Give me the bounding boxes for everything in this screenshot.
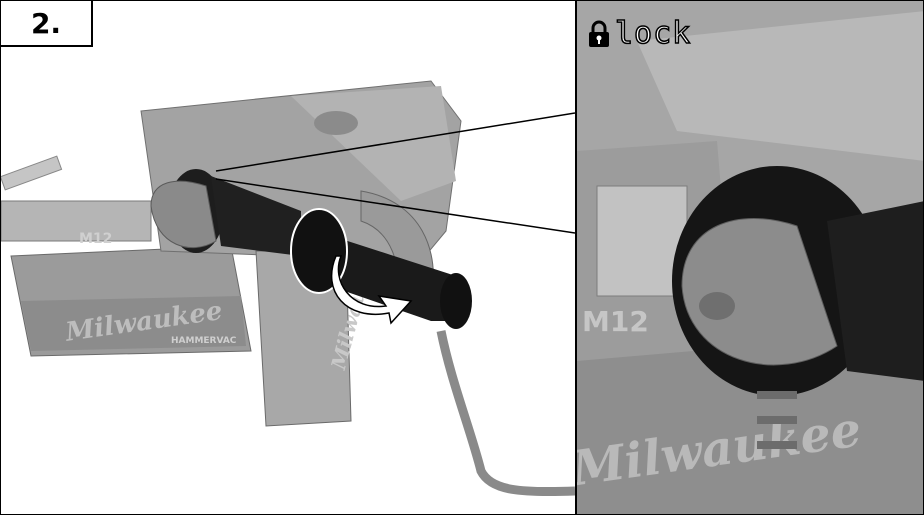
lock-mode-label: lock (587, 16, 692, 51)
detail-inset: Milwaukee M12 lock (575, 1, 923, 514)
zoom-line-top (215, 112, 575, 172)
rotation-arrow-icon (330, 255, 413, 325)
detail-chuck-nose (681, 218, 838, 366)
padlock-icon (589, 20, 609, 47)
step-number: 2. (1, 1, 93, 47)
vacuum-hose (436, 330, 575, 497)
lock-text: lock (614, 16, 692, 51)
model-badge: M12 (79, 231, 112, 247)
side-text: HAMMERVAC (171, 336, 237, 346)
dust-extractor-rod (1, 200, 152, 242)
detail-side-handle (827, 201, 923, 381)
main-illustration: Milwaukee M12 HAMMERVAC Milwaukee (1, 80, 575, 497)
side-handle (211, 176, 301, 256)
detail-model-badge: M12 (582, 305, 649, 338)
chuck-nose (150, 180, 217, 249)
detail-illustration: Milwaukee M12 (577, 1, 923, 514)
zoom-line-bottom (215, 178, 575, 234)
